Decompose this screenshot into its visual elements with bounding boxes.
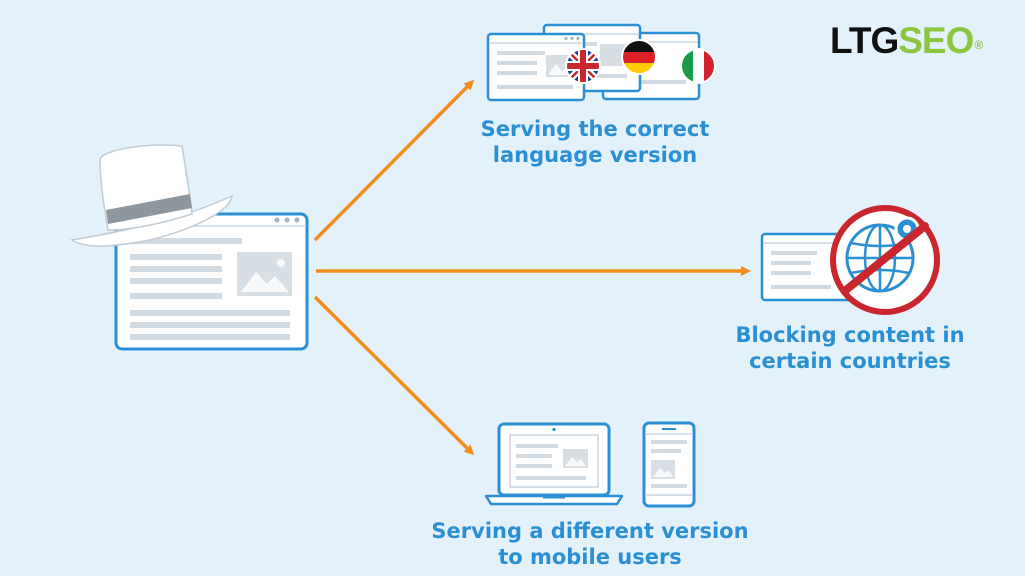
white-hat-icon — [69, 144, 233, 247]
caption-line: Serving a different version — [431, 519, 749, 543]
blocked-globe-icon — [830, 205, 940, 315]
caption-blocking-content: Blocking content in certain countries — [700, 322, 1000, 374]
arrow-to-language-version — [313, 79, 475, 242]
smartphone-icon — [642, 421, 696, 508]
ltgseo-logo: LTGSEO® — [830, 20, 983, 61]
caption-language-version: Serving the correct language version — [440, 116, 750, 168]
caption-mobile-version: Serving a different version to mobile us… — [400, 518, 780, 570]
arrow-to-mobile-version — [313, 295, 475, 456]
italy-flag-icon — [680, 48, 716, 84]
germany-flag-icon — [621, 39, 657, 75]
uk-flag-icon — [565, 48, 601, 84]
source-webpage — [114, 212, 309, 351]
laptop-icon — [484, 422, 624, 506]
caption-line: to mobile users — [498, 545, 682, 569]
caption-line: certain countries — [749, 349, 951, 373]
caption-line: language version — [492, 143, 698, 167]
caption-line: Blocking content in — [735, 323, 965, 347]
caption-line: Serving the correct — [480, 117, 710, 141]
